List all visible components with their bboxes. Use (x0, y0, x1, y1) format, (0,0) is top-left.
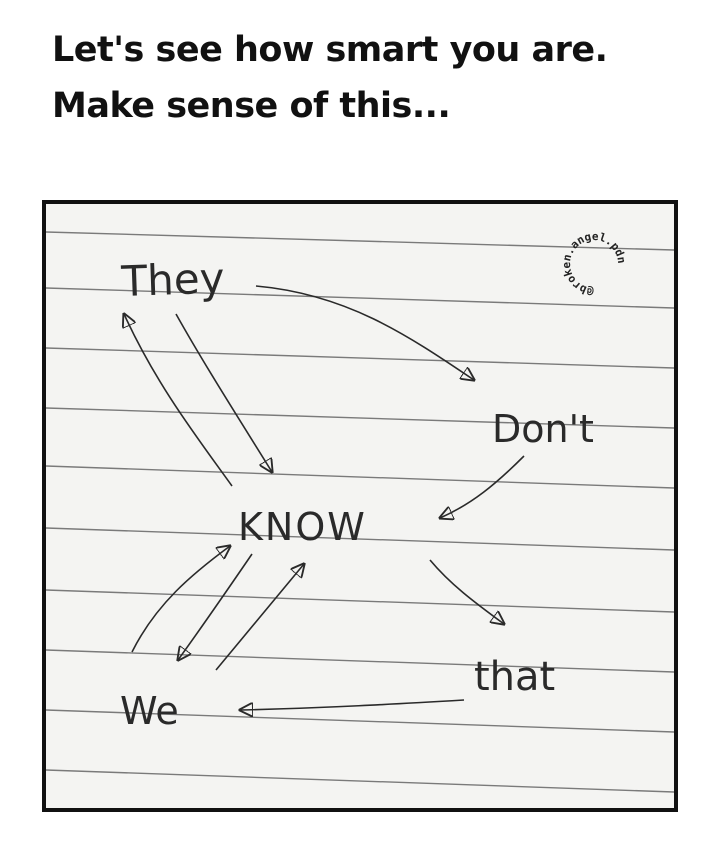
arrow-that-to-we (240, 699, 465, 710)
caption: Let's see how smart you are. Make sense … (52, 22, 702, 134)
arrow-we-to-know-2 (215, 564, 304, 671)
word-dont: Don't (492, 407, 594, 451)
arrow-know-to-we (178, 553, 253, 660)
caption-line-1: Let's see how smart you are. (52, 30, 608, 70)
word-that: that (474, 654, 555, 700)
word-know: KNOW (238, 505, 367, 549)
word-they: They (120, 253, 226, 306)
ruled-lines (46, 231, 674, 793)
arrow-dont-to-know (440, 455, 525, 518)
arrow-we-to-know-1 (131, 546, 230, 653)
watermark-text: @broken.angel.pdn (560, 230, 628, 298)
caption-line-2: Make sense of this... (52, 86, 451, 126)
arrows (124, 285, 525, 710)
arrow-they-to-know (175, 313, 272, 472)
arrow-know-to-they (124, 314, 233, 487)
watermark-stamp: @broken.angel.pdn (560, 230, 628, 298)
arrow-they-to-dont (255, 285, 474, 380)
notebook-photo: @broken.angel.pdn They Don't KNOW that W… (42, 200, 678, 812)
word-we: We (120, 689, 179, 733)
handwritten-note: @broken.angel.pdn They Don't KNOW that W… (46, 230, 674, 793)
arrow-know-to-that (429, 559, 504, 624)
